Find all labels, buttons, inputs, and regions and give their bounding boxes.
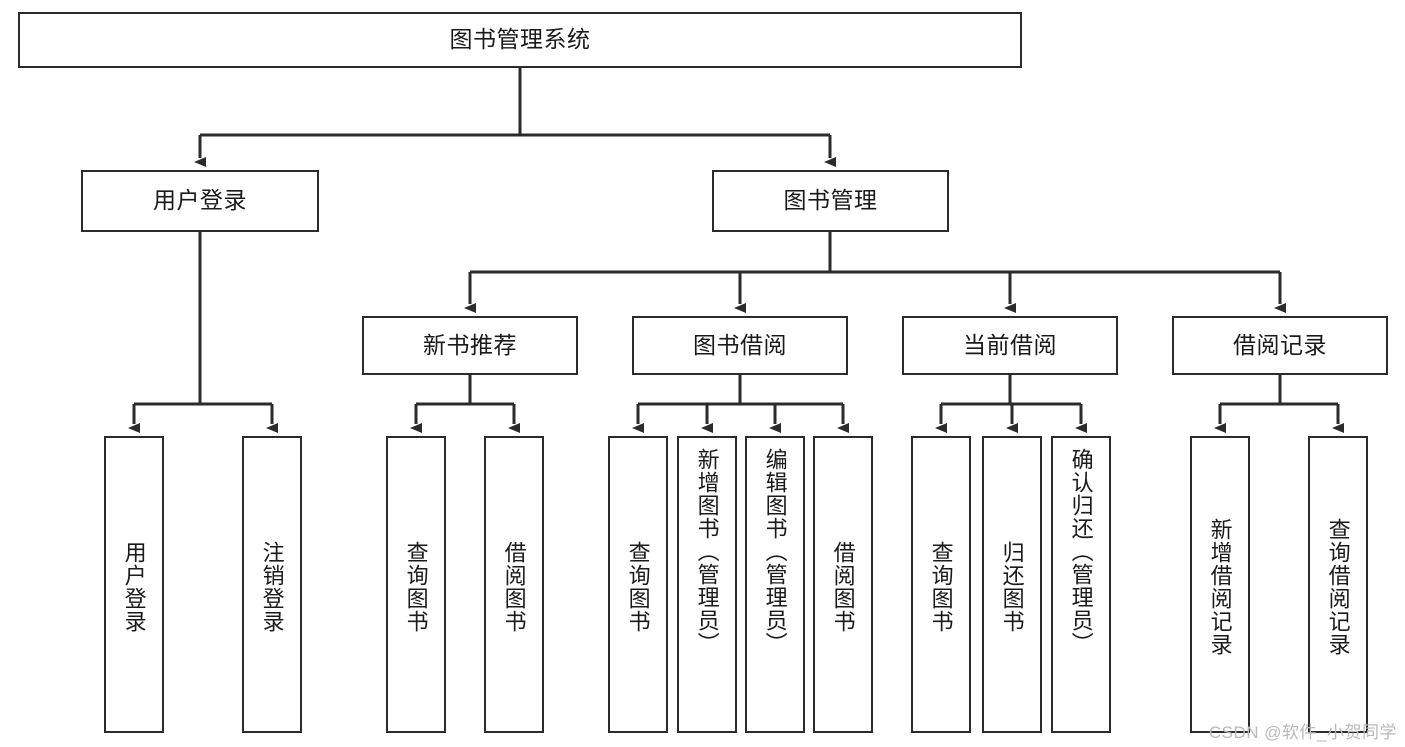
node-label: 图书借阅 <box>693 331 787 358</box>
node-label: 查询借阅记录 <box>1325 517 1351 656</box>
node-label: 借阅图书 <box>830 540 856 633</box>
node-label: 查询图书 <box>403 540 429 633</box>
leaf-node-add-borrow-record[interactable]: 新增借阅记录 <box>1190 436 1250 733</box>
node-root-system[interactable]: 图书管理系统 <box>18 12 1022 68</box>
node-label: 当前借阅 <box>963 331 1057 358</box>
node-label: 图书管理系统 <box>449 26 591 53</box>
node-label: 用户登录 <box>153 187 247 214</box>
leaf-node-borrow-book-recommend[interactable]: 借阅图书 <box>484 436 544 733</box>
leaf-node-user-logout[interactable]: 注销登录 <box>242 436 302 733</box>
node-label: 借阅图书 <box>501 540 527 633</box>
node-label: 确认归还（管理员） <box>1068 448 1094 655</box>
node-label: 归还图书 <box>999 540 1025 633</box>
node-label: 新书推荐 <box>423 331 517 358</box>
node-user-login[interactable]: 用户登录 <box>81 170 319 232</box>
leaf-node-query-borrow-record[interactable]: 查询借阅记录 <box>1308 436 1368 733</box>
node-current-borrow[interactable]: 当前借阅 <box>902 316 1118 375</box>
node-label: 新增借阅记录 <box>1207 517 1233 656</box>
leaf-node-user-login[interactable]: 用户登录 <box>104 436 164 733</box>
leaf-node-confirm-return[interactable]: 确认归还（管理员） <box>1051 436 1111 733</box>
node-label: 注销登录 <box>259 540 285 633</box>
leaf-node-add-book[interactable]: 新增图书（管理员） <box>677 436 737 733</box>
node-label: 用户登录 <box>121 540 147 633</box>
node-book-management[interactable]: 图书管理 <box>712 170 949 232</box>
node-new-book-recommend[interactable]: 新书推荐 <box>362 316 578 375</box>
node-borrow-record[interactable]: 借阅记录 <box>1172 316 1388 375</box>
leaf-node-query-book-current[interactable]: 查询图书 <box>911 436 971 733</box>
leaf-node-query-book-recommend[interactable]: 查询图书 <box>386 436 446 733</box>
node-label: 查询图书 <box>928 540 954 633</box>
node-label: 图书管理 <box>783 187 878 214</box>
leaf-node-return-book[interactable]: 归还图书 <box>982 436 1042 733</box>
leaf-node-query-book-borrow[interactable]: 查询图书 <box>608 436 668 733</box>
node-label: 编辑图书（管理员） <box>762 448 788 655</box>
node-book-borrow[interactable]: 图书借阅 <box>632 316 848 375</box>
node-label: 查询图书 <box>625 540 651 633</box>
csdn-watermark: CSDN @软件_小贺同学 <box>1208 723 1397 742</box>
leaf-node-edit-book[interactable]: 编辑图书（管理员） <box>745 436 805 733</box>
node-label: 借阅记录 <box>1233 331 1327 358</box>
leaf-node-borrow-book[interactable]: 借阅图书 <box>813 436 873 733</box>
node-label: 新增图书（管理员） <box>694 448 720 655</box>
